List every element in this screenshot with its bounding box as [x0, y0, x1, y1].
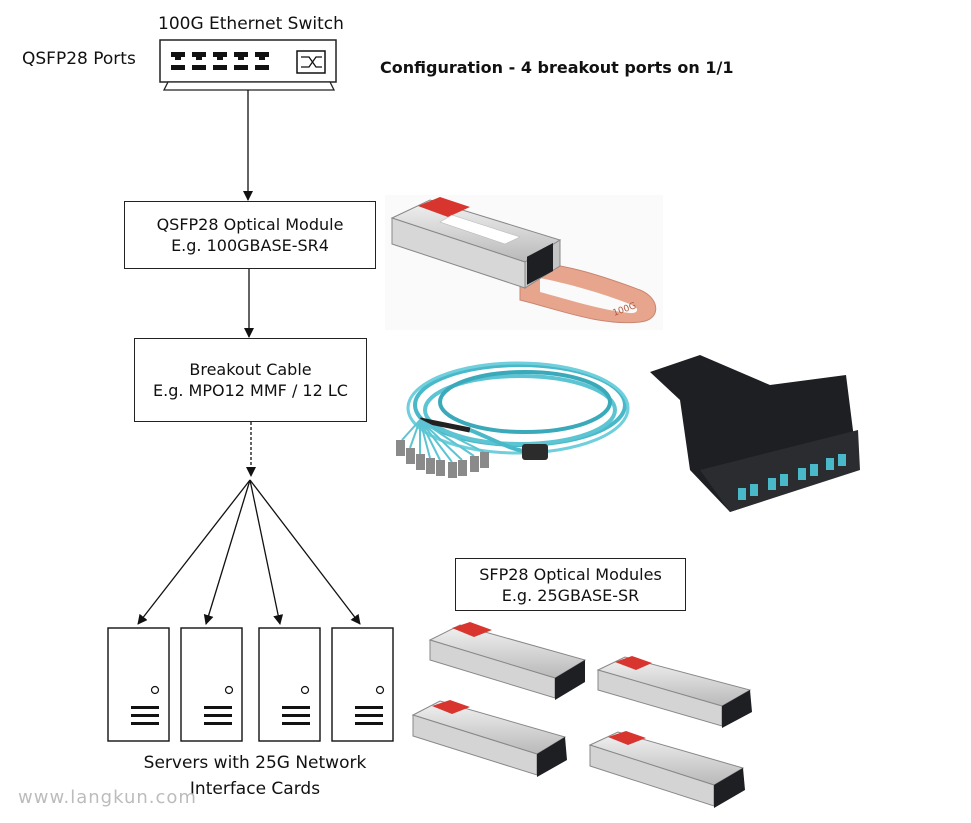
sfp28-module-image [411, 700, 567, 777]
breakout-cable-image [396, 361, 630, 478]
sfp28-module-image [428, 622, 587, 700]
sfp28-box-line2: E.g. 25GBASE-SR [501, 585, 640, 605]
servers-label-line2: Interface Cards [189, 779, 321, 799]
server-icon [331, 627, 394, 742]
server-icon [258, 627, 321, 742]
watermark: www.langkun.com [18, 787, 197, 808]
qsfp28-box-line1: QSFP28 Optical Module [156, 215, 344, 234]
server-icon [107, 627, 170, 742]
breakout-box-line1: Breakout Cable [189, 360, 312, 379]
servers-label-line1: Servers with 25G Network [143, 753, 367, 773]
sfp28-module-image [596, 656, 752, 728]
configuration-label: Configuration - 4 breakout ports on 1/1 [380, 58, 734, 77]
qsfp28-module-image: 100G [385, 195, 663, 330]
qsfp28-box-line2: E.g. 100GBASE-SR4 [171, 236, 329, 255]
sfp28-modules-box: SFP28 Optical Modules E.g. 25GBASE-SR [455, 558, 686, 611]
server-icon [180, 627, 243, 742]
sfp28-box-line1: SFP28 Optical Modules [479, 564, 662, 584]
breakout-cable-box: Breakout Cable E.g. MPO12 MMF / 12 LC [134, 338, 367, 422]
ports-label: QSFP28 Ports [22, 49, 136, 69]
mpo-cassette-image [650, 355, 860, 512]
switch-icon [159, 39, 337, 91]
qsfp28-module-box: QSFP28 Optical Module E.g. 100GBASE-SR4 [124, 201, 376, 269]
breakout-box-line2: E.g. MPO12 MMF / 12 LC [153, 381, 348, 400]
switch-title: 100G Ethernet Switch [158, 14, 344, 34]
fanout-arrows [137, 479, 361, 625]
servers-label: Servers with 25G Network Interface Cards [130, 750, 380, 802]
sfp28-module-image [588, 731, 745, 808]
